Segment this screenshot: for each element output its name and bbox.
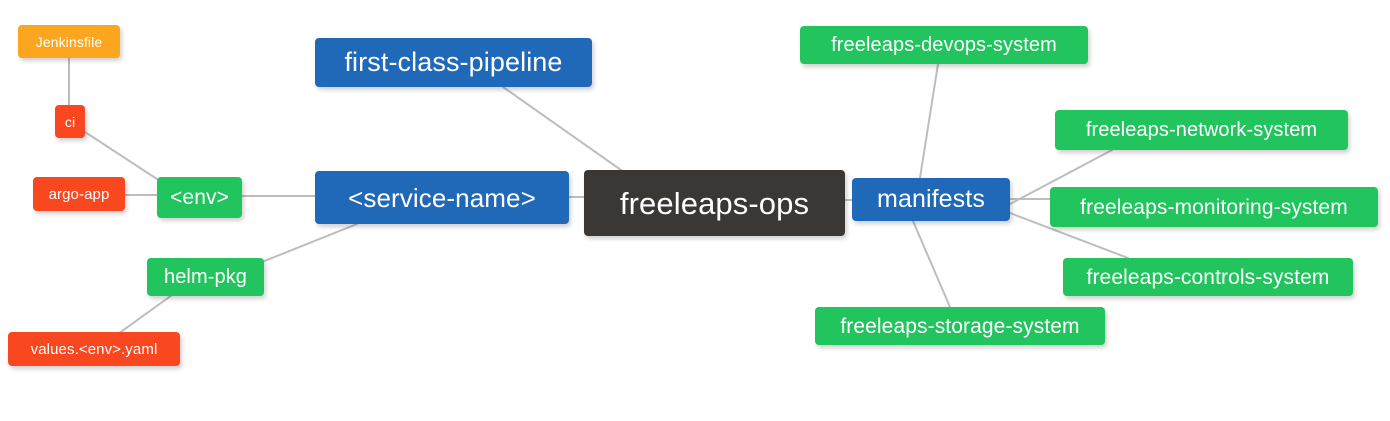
node-freeleaps-network-system[interactable]: freeleaps-network-system [1055,110,1348,150]
edge-helm-pkg-to-values-yaml [117,294,173,335]
node-freeleaps-devops-system[interactable]: freeleaps-devops-system [800,26,1088,64]
node-freeleaps-controls-system[interactable]: freeleaps-controls-system [1063,258,1353,296]
node-jenkinsfile[interactable]: Jenkinsfile [18,25,120,58]
node-freeleaps-monitoring-system[interactable]: freeleaps-monitoring-system [1050,187,1378,227]
node-service-name[interactable]: <service-name> [315,171,569,224]
node-freeleaps-ops[interactable]: freeleaps-ops [584,170,845,236]
edge-first-class-pipeline-to-freeleaps-ops [502,86,622,171]
node-helm-pkg[interactable]: helm-pkg [147,258,264,296]
node-freeleaps-storage-system[interactable]: freeleaps-storage-system [815,307,1105,345]
edge-manifests-to-freeleaps-devops-system [919,63,939,179]
node-first-class-pipeline[interactable]: first-class-pipeline [315,38,592,87]
node-env[interactable]: <env> [157,177,242,218]
node-argo-app[interactable]: argo-app [33,177,125,211]
node-ci[interactable]: ci [55,105,85,138]
node-values-yaml[interactable]: values.<env>.yaml [8,332,180,366]
edge-ci-to-env [84,131,161,182]
edge-service-name-to-helm-pkg [261,223,358,263]
node-manifests[interactable]: manifests [852,178,1010,221]
edge-manifests-to-freeleaps-storage-system [912,220,951,308]
